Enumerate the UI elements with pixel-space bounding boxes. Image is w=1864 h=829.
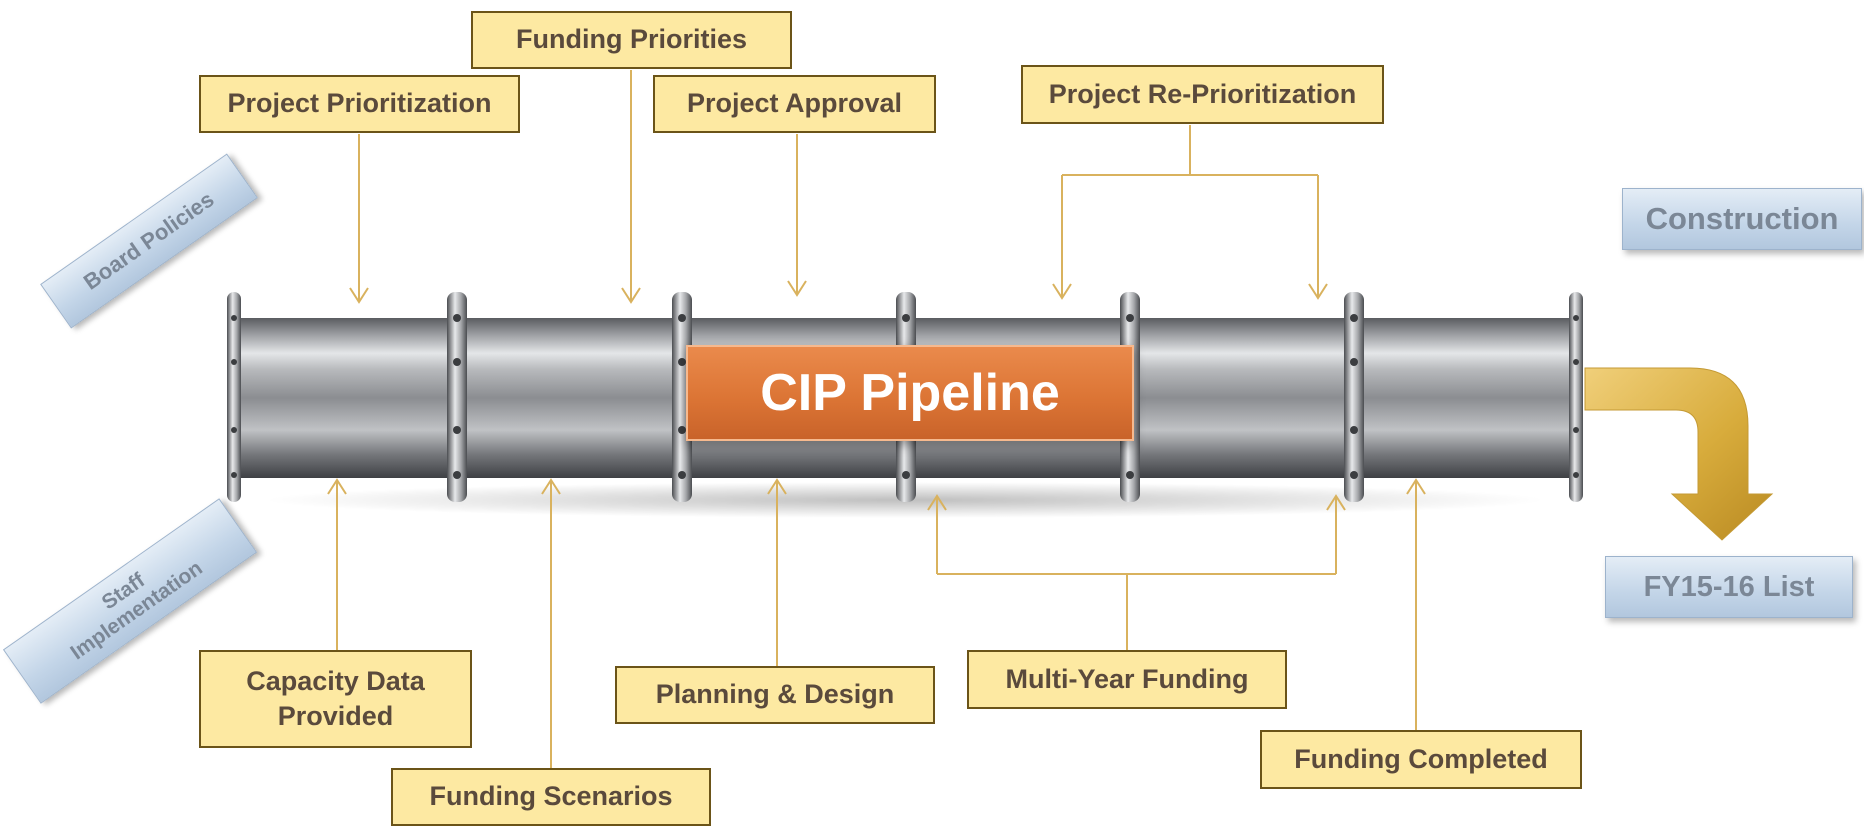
outlet-arrow xyxy=(1584,367,1774,541)
label-project-prioritization: Project Prioritization xyxy=(199,75,520,133)
connector-capacity-data xyxy=(327,478,347,650)
label-text: Construction xyxy=(1645,201,1839,236)
label-funding-priorities: Funding Priorities xyxy=(471,11,792,69)
pipe-flange xyxy=(672,292,692,502)
label-text: Funding Priorities xyxy=(515,24,747,55)
label-text: Multi-Year Funding xyxy=(1005,663,1249,694)
connector-project-prioritization xyxy=(349,134,369,304)
label-multi-year-funding: Multi-Year Funding xyxy=(967,650,1287,709)
label-text: Funding Scenarios xyxy=(429,781,673,812)
label-text: Project Re-Prioritization xyxy=(1048,78,1357,109)
label-text-line-1: Capacity Data xyxy=(246,665,425,696)
pipe-flange xyxy=(1569,292,1583,502)
pipe-flange xyxy=(1344,292,1364,502)
label-text: FY15-16 List xyxy=(1643,570,1815,603)
label-planning-design: Planning & Design xyxy=(615,666,935,724)
label-text: Planning & Design xyxy=(655,679,895,710)
label-capacity-data-provided: Capacity Data Provided xyxy=(199,650,472,748)
connector-funding-priorities xyxy=(621,70,641,304)
label-text-line-2: Provided xyxy=(277,701,394,731)
connector-funding-completed xyxy=(1406,478,1426,730)
connector-funding-scenarios xyxy=(541,478,561,768)
pipe-flange xyxy=(227,292,241,502)
label-text: Project Prioritization xyxy=(227,88,492,119)
connector-project-approval xyxy=(787,134,807,297)
connector-planning-design xyxy=(767,478,787,666)
connector-project-reprioritization xyxy=(1052,125,1328,300)
pipe-flanges xyxy=(227,292,1583,502)
label-fy15-16-list: FY15-16 List xyxy=(1605,556,1853,618)
label-project-reprioritization: Project Re-Prioritization xyxy=(1021,65,1384,124)
pipeline-title: CIP Pipeline xyxy=(760,364,1060,422)
label-funding-scenarios: Funding Scenarios xyxy=(391,768,711,826)
label-construction: Construction xyxy=(1622,188,1862,250)
pipe-flange xyxy=(447,292,467,502)
label-text: Project Approval xyxy=(686,88,903,119)
connector-multi-year-funding xyxy=(927,494,1346,650)
connector-lines xyxy=(327,70,1426,768)
label-text: Funding Completed xyxy=(1294,743,1548,774)
label-project-approval: Project Approval xyxy=(653,75,936,133)
label-funding-completed: Funding Completed xyxy=(1260,730,1582,789)
pipeline-title-banner: CIP Pipeline xyxy=(686,345,1134,441)
